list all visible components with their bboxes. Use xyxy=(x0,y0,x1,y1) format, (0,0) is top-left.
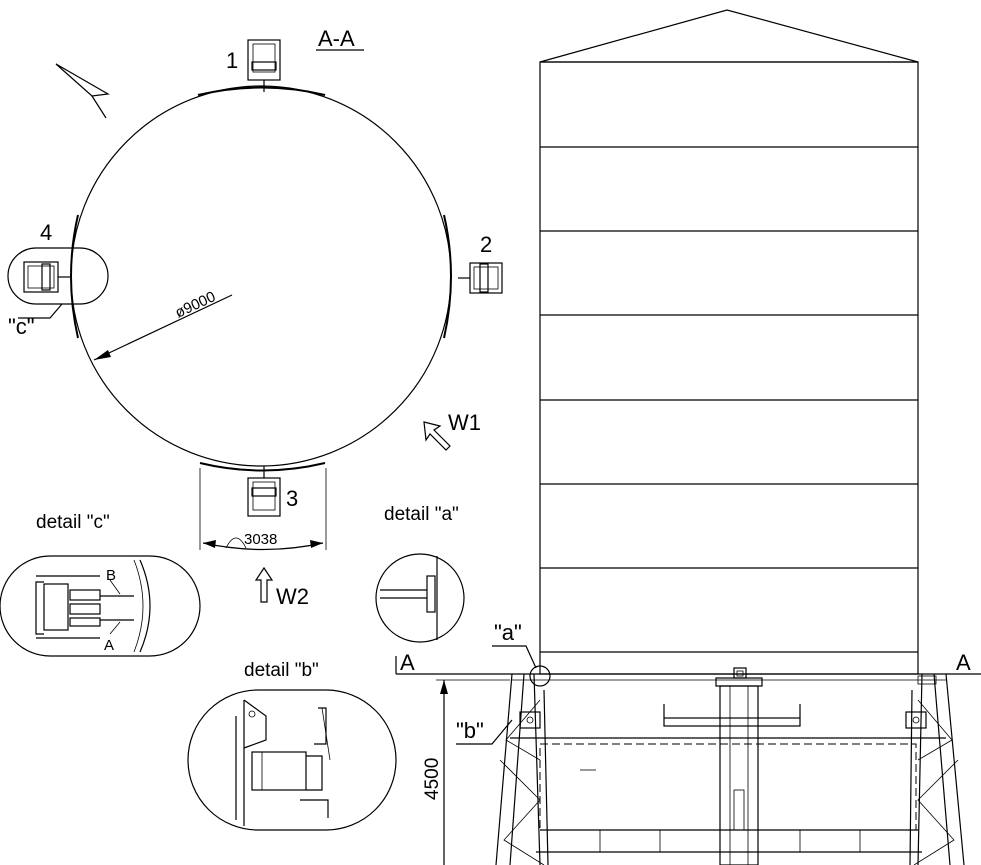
support-2-plan xyxy=(458,262,503,294)
silo-roof xyxy=(539,9,919,63)
height-label: 4500 xyxy=(422,758,443,800)
arc-dimension xyxy=(202,542,324,551)
detail-b xyxy=(187,689,397,831)
wind-2-arrow-icon xyxy=(254,566,274,603)
callout-a-label: "a" xyxy=(494,620,522,645)
section-mark-right: A xyxy=(956,650,971,675)
plate-bottom xyxy=(199,462,326,472)
section-title: A-A xyxy=(318,26,355,51)
elevation-view xyxy=(395,9,981,865)
hopper-dashed xyxy=(539,743,917,831)
plan-view xyxy=(7,39,503,603)
detail-a xyxy=(375,553,465,643)
callout-c-leader xyxy=(18,303,63,319)
point-a-label: A xyxy=(104,637,114,654)
support-1-label: 1 xyxy=(226,48,238,73)
diameter-label: ø9000 xyxy=(173,288,219,321)
silo-plan-circle xyxy=(70,85,452,467)
diameter-line xyxy=(93,294,233,361)
support-4-plan xyxy=(23,261,70,293)
plate-top xyxy=(197,86,326,96)
right-leg xyxy=(905,673,965,865)
plate-right xyxy=(443,214,452,339)
wind-2-label: W2 xyxy=(276,584,309,609)
callout-b-label: "b" xyxy=(456,718,484,743)
left-leg xyxy=(495,673,549,865)
callout-a-circle xyxy=(529,665,551,687)
wind-1-label: W1 xyxy=(448,410,481,435)
support-3-label: 3 xyxy=(286,486,298,511)
detail-b-title: detail "b" xyxy=(244,660,319,681)
center-column xyxy=(663,667,801,865)
callout-c-label: "c" xyxy=(8,314,35,339)
support-1-plan xyxy=(247,39,281,92)
wind-1-arrow-icon xyxy=(423,421,451,451)
support-4-label: 4 xyxy=(40,220,52,245)
north-arrow-icon xyxy=(55,63,110,119)
detail-c xyxy=(0,555,201,657)
silo-shell xyxy=(539,61,919,675)
support-2-label: 2 xyxy=(480,232,492,257)
detail-a-title: detail "a" xyxy=(384,504,459,525)
callout-a-leader xyxy=(492,645,537,669)
callout-c-bubble xyxy=(7,247,109,305)
callout-b-leader xyxy=(456,719,513,745)
section-mark-left: A xyxy=(400,650,415,675)
arc-length-label: 3038 xyxy=(244,531,277,548)
point-b-label: B xyxy=(106,567,116,584)
plate-left xyxy=(70,214,79,339)
support-3-plan xyxy=(247,466,281,517)
diameter-arrowhead xyxy=(94,350,111,360)
detail-c-title: detail "c" xyxy=(36,512,110,533)
